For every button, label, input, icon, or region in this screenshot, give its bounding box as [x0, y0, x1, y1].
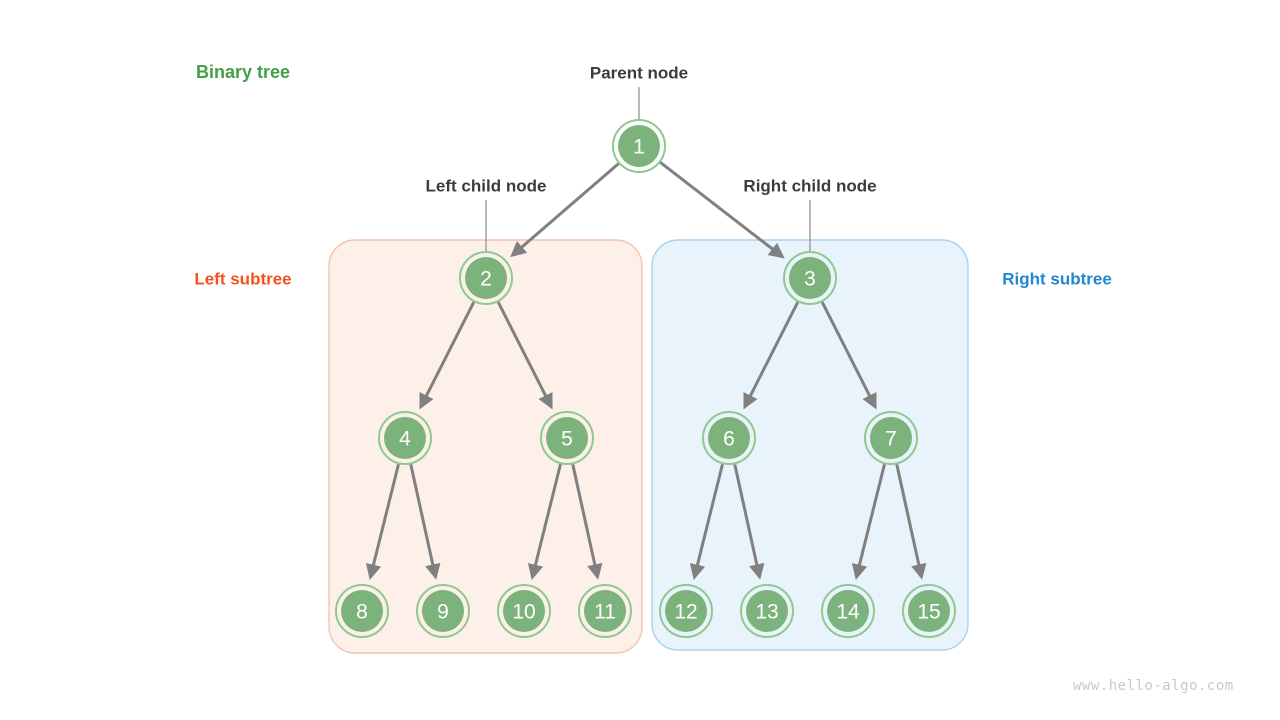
node-13-circle [746, 590, 788, 632]
diagram-title: Binary tree [196, 62, 290, 82]
node-2[interactable]: 2 [459, 251, 513, 305]
node-7-ring [864, 411, 918, 465]
node-5-value: 5 [561, 428, 573, 451]
node-6-circle [708, 417, 750, 459]
node-3[interactable]: 3 [783, 251, 837, 305]
watermark: www.hello-algo.com [1073, 678, 1234, 694]
node-15[interactable]: 15 [902, 584, 956, 638]
node-2-circle [465, 257, 507, 299]
node-11[interactable]: 11 [578, 584, 632, 638]
node-1-ring [612, 119, 666, 173]
right-subtree-label: Right subtree [1002, 270, 1112, 289]
node-6-value: 6 [723, 428, 735, 451]
node-4[interactable]: 4 [378, 411, 432, 465]
right-child-node-label: Right child node [743, 177, 876, 196]
node-12-value: 12 [674, 601, 697, 624]
node-7-circle [870, 417, 912, 459]
node-3-circle [789, 257, 831, 299]
edge-7-15 [895, 464, 927, 580]
left-child-node-label: Left child node [426, 177, 547, 196]
node-14-value: 14 [836, 601, 860, 624]
node-7[interactable]: 7 [864, 411, 918, 465]
node-12-ring [659, 584, 713, 638]
node-15-ring [902, 584, 956, 638]
tree-edges-layer [365, 161, 927, 580]
edge-5-10 [527, 463, 562, 580]
node-12[interactable]: 12 [659, 584, 713, 638]
edge-1-3 [659, 161, 785, 259]
edge-2-5 [496, 301, 553, 410]
node-1[interactable]: 1 [612, 119, 666, 173]
node-14[interactable]: 14 [821, 584, 875, 638]
node-14-circle [827, 590, 869, 632]
node-8-value: 8 [356, 601, 368, 624]
node-13[interactable]: 13 [740, 584, 794, 638]
edge-2-4 [419, 301, 476, 410]
node-15-circle [908, 590, 950, 632]
node-13-value: 13 [755, 601, 778, 624]
annotation-leaders-layer [485, 87, 811, 252]
node-12-circle [665, 590, 707, 632]
subtree-boxes-layer [328, 239, 969, 654]
edge-5-11 [571, 464, 603, 580]
node-6-ring [702, 411, 756, 465]
edge-7-14 [851, 463, 886, 580]
node-11-ring [578, 584, 632, 638]
node-9[interactable]: 9 [416, 584, 470, 638]
node-8-circle [341, 590, 383, 632]
node-11-circle [584, 590, 626, 632]
parent-node-label: Parent node [590, 64, 688, 83]
left-subtree-box [328, 239, 643, 654]
edge-4-8 [365, 463, 400, 580]
node-15-value: 15 [917, 601, 940, 624]
node-3-value: 3 [804, 268, 816, 291]
node-10-circle [503, 590, 545, 632]
edge-1-2 [510, 162, 620, 258]
node-10-ring [497, 584, 551, 638]
edge-3-7 [820, 301, 877, 410]
node-4-ring [378, 411, 432, 465]
node-1-value: 1 [633, 136, 645, 159]
node-10[interactable]: 10 [497, 584, 551, 638]
left-subtree-label: Left subtree [194, 270, 291, 289]
edge-6-13 [733, 464, 765, 580]
node-9-value: 9 [437, 601, 449, 624]
node-6[interactable]: 6 [702, 411, 756, 465]
node-4-value: 4 [399, 428, 411, 451]
node-11-value: 11 [594, 601, 616, 624]
node-2-value: 2 [480, 268, 492, 291]
edge-6-12 [689, 463, 724, 580]
node-8-ring [335, 584, 389, 638]
node-9-ring [416, 584, 470, 638]
node-9-circle [422, 590, 464, 632]
node-1-circle [618, 125, 660, 167]
node-13-ring [740, 584, 794, 638]
edge-4-9 [409, 464, 441, 580]
node-2-ring [459, 251, 513, 305]
node-4-circle [384, 417, 426, 459]
node-10-value: 10 [512, 601, 535, 624]
node-5-circle [546, 417, 588, 459]
node-14-ring [821, 584, 875, 638]
edge-3-6 [743, 301, 800, 410]
node-3-ring [783, 251, 837, 305]
node-5[interactable]: 5 [540, 411, 594, 465]
node-5-ring [540, 411, 594, 465]
node-8[interactable]: 8 [335, 584, 389, 638]
node-7-value: 7 [885, 428, 897, 451]
